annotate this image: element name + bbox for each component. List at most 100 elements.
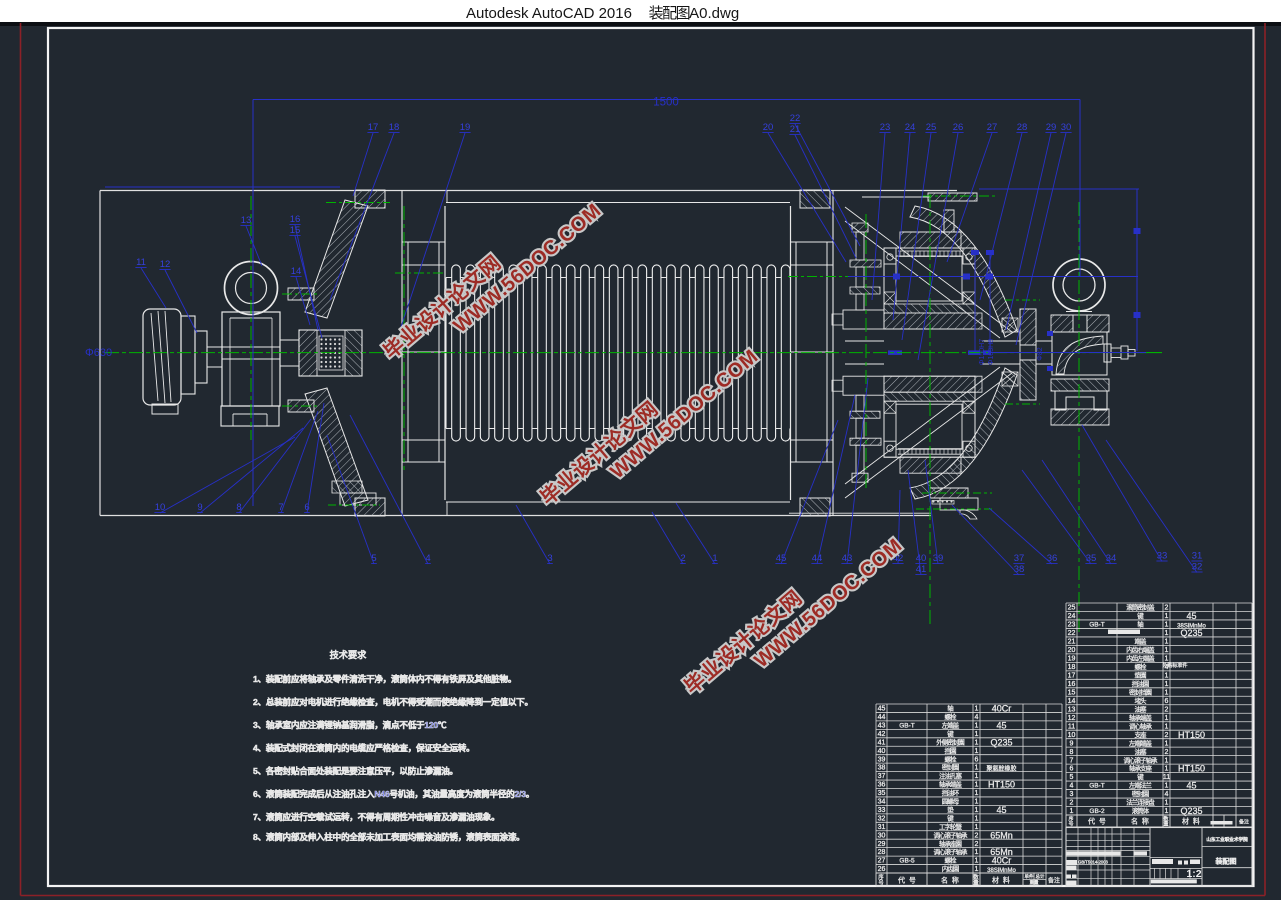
svg-text:技术要求: 技术要求 bbox=[330, 649, 368, 660]
svg-text:Φ630: Φ630 bbox=[85, 347, 112, 359]
svg-text:15: 15 bbox=[290, 225, 301, 236]
svg-text:6: 6 bbox=[975, 756, 979, 763]
svg-text:23: 23 bbox=[880, 122, 891, 133]
svg-text:2: 2 bbox=[1165, 749, 1169, 756]
svg-text:8: 8 bbox=[1070, 749, 1074, 756]
svg-text:11: 11 bbox=[136, 257, 146, 268]
svg-text:25: 25 bbox=[926, 122, 937, 133]
svg-text:7: 7 bbox=[1070, 757, 1074, 764]
svg-text:37: 37 bbox=[1014, 553, 1025, 564]
svg-text:2: 2 bbox=[680, 553, 685, 564]
svg-text:22: 22 bbox=[1068, 630, 1076, 637]
svg-text:总计: 总计 bbox=[1036, 873, 1045, 880]
svg-text:5、各密封贴合面处装配是要注意压平，以防止渗漏油。: 5、各密封贴合面处装配是要注意压平，以防止渗漏油。 bbox=[253, 765, 458, 776]
svg-text:8: 8 bbox=[236, 502, 241, 513]
svg-text:1: 1 bbox=[1165, 715, 1169, 722]
svg-text:37: 37 bbox=[878, 773, 886, 780]
svg-text:轴承端盖: 轴承端盖 bbox=[939, 780, 963, 789]
svg-text:6: 6 bbox=[1165, 698, 1169, 705]
svg-text:45: 45 bbox=[1186, 611, 1196, 621]
svg-text:1: 1 bbox=[1070, 808, 1074, 815]
svg-text:27: 27 bbox=[987, 122, 998, 133]
svg-text:43: 43 bbox=[878, 722, 886, 729]
svg-text:装配图: 装配图 bbox=[1215, 857, 1237, 866]
svg-text:序: 序 bbox=[878, 873, 884, 881]
svg-text:1: 1 bbox=[1165, 622, 1169, 629]
svg-text:1: 1 bbox=[975, 739, 979, 746]
svg-text:号: 号 bbox=[878, 880, 884, 887]
svg-text:代 号: 代 号 bbox=[898, 876, 916, 885]
svg-text:4: 4 bbox=[1070, 783, 1074, 790]
svg-text:26: 26 bbox=[878, 866, 886, 873]
svg-text:1: 1 bbox=[1165, 655, 1169, 662]
svg-text:5: 5 bbox=[1070, 774, 1074, 781]
svg-text:40Cr: 40Cr bbox=[992, 704, 1012, 714]
svg-text:7: 7 bbox=[278, 502, 283, 513]
svg-text:33: 33 bbox=[1157, 551, 1168, 562]
svg-text:4、装配式封闭在滚筒内的电缆应严格检查，保证安全运转。: 4、装配式封闭在滚筒内的电缆应严格检查，保证安全运转。 bbox=[253, 742, 474, 753]
svg-text:轴: 轴 bbox=[1137, 620, 1144, 629]
svg-text:名 称: 名 称 bbox=[1131, 817, 1149, 826]
svg-text:Q235: Q235 bbox=[990, 737, 1012, 747]
svg-text:22: 22 bbox=[790, 113, 801, 124]
svg-text:1: 1 bbox=[975, 782, 979, 789]
svg-text:轴承座園: 轴承座園 bbox=[939, 839, 962, 848]
svg-text:垫: 垫 bbox=[947, 805, 954, 814]
svg-text:7、滚筒应进行空载试运转，不得有周期性冲击噪音及渗漏油现象。: 7、滚筒应进行空载试运转，不得有周期性冲击噪音及渗漏油现象。 bbox=[253, 811, 500, 822]
svg-text:39: 39 bbox=[878, 756, 886, 763]
svg-text:6、滚筒装配完成后从注油孔注入N46号机油，其油量高度为滚筒: 6、滚筒装配完成后从注油孔注入N46号机油，其油量高度为滚筒半径的2/3。 bbox=[253, 788, 534, 799]
svg-text:1:2: 1:2 bbox=[1186, 868, 1201, 880]
svg-text:24: 24 bbox=[905, 122, 916, 133]
svg-text:Q235: Q235 bbox=[1180, 628, 1202, 638]
svg-text:32: 32 bbox=[1192, 562, 1203, 573]
svg-text:17: 17 bbox=[368, 122, 379, 133]
svg-text:1: 1 bbox=[975, 731, 979, 738]
svg-text:20: 20 bbox=[1068, 647, 1076, 654]
svg-text:1: 1 bbox=[1165, 613, 1169, 620]
svg-text:1: 1 bbox=[1165, 783, 1169, 790]
svg-text:29: 29 bbox=[1046, 122, 1057, 133]
svg-text:1: 1 bbox=[1165, 689, 1169, 696]
svg-text:GB-5: GB-5 bbox=[899, 858, 915, 865]
svg-text:12: 12 bbox=[1068, 715, 1076, 722]
svg-text:32: 32 bbox=[878, 815, 886, 822]
svg-text:1500: 1500 bbox=[653, 97, 679, 109]
svg-text:代 号: 代 号 bbox=[1088, 817, 1106, 826]
svg-text:19: 19 bbox=[460, 122, 471, 133]
svg-text:调心滚子轴承: 调心滚子轴承 bbox=[1124, 755, 1159, 764]
svg-text:滚筒密封盖: 滚筒密封盖 bbox=[1126, 603, 1155, 612]
svg-text:聚氨酫橡胶: 聚氨酫橡胶 bbox=[986, 765, 1016, 773]
svg-text:材 料: 材 料 bbox=[992, 876, 1010, 885]
svg-text:31: 31 bbox=[1192, 551, 1203, 562]
svg-text:螺栓: 螺栓 bbox=[1135, 662, 1148, 671]
svg-text:28: 28 bbox=[878, 849, 886, 856]
svg-text:GB-T: GB-T bbox=[899, 722, 915, 729]
svg-text:工字轮毉: 工字轮毉 bbox=[939, 822, 963, 831]
svg-text:13: 13 bbox=[241, 215, 252, 226]
svg-text:33: 33 bbox=[878, 807, 886, 814]
svg-text:1: 1 bbox=[975, 748, 979, 755]
svg-text:4: 4 bbox=[425, 553, 430, 564]
svg-text:键: 键 bbox=[947, 729, 954, 738]
svg-text:23: 23 bbox=[1068, 622, 1076, 629]
svg-text:1: 1 bbox=[1165, 630, 1169, 637]
svg-text:17: 17 bbox=[1068, 672, 1076, 679]
svg-text:34: 34 bbox=[1106, 553, 1117, 564]
svg-text:3、轴承室内应注满锂钠基润滑脂，滴点不低于120℃: 3、轴承室内应注满锂钠基润滑脂，滴点不低于120℃ bbox=[253, 719, 447, 730]
svg-text:34: 34 bbox=[878, 799, 886, 806]
svg-text:11: 11 bbox=[1163, 774, 1170, 781]
svg-text:2、总装前应对电机进行绝缘检查，电机不得受潮而使绝缘降到一定: 2、总装前应对电机进行绝缘检查，电机不得受潮而使绝缘降到一定值以下。 bbox=[253, 696, 533, 707]
svg-text:15: 15 bbox=[1068, 689, 1076, 696]
svg-text:1: 1 bbox=[1165, 740, 1169, 747]
svg-text:18: 18 bbox=[389, 122, 400, 133]
svg-text:GB-2: GB-2 bbox=[1089, 808, 1105, 815]
svg-text:1: 1 bbox=[1165, 766, 1169, 773]
svg-text:山东工业职业术学院: 山东工业职业术学院 bbox=[1206, 836, 1248, 843]
svg-text:油塞: 油塞 bbox=[1135, 704, 1148, 713]
svg-text:43: 43 bbox=[842, 553, 853, 564]
svg-text:10: 10 bbox=[1068, 732, 1076, 739]
svg-text:1: 1 bbox=[1165, 681, 1169, 688]
svg-text:44: 44 bbox=[812, 553, 823, 564]
svg-text:材 料: 材 料 bbox=[1182, 817, 1200, 826]
svg-text:名 称: 名 称 bbox=[941, 876, 959, 885]
